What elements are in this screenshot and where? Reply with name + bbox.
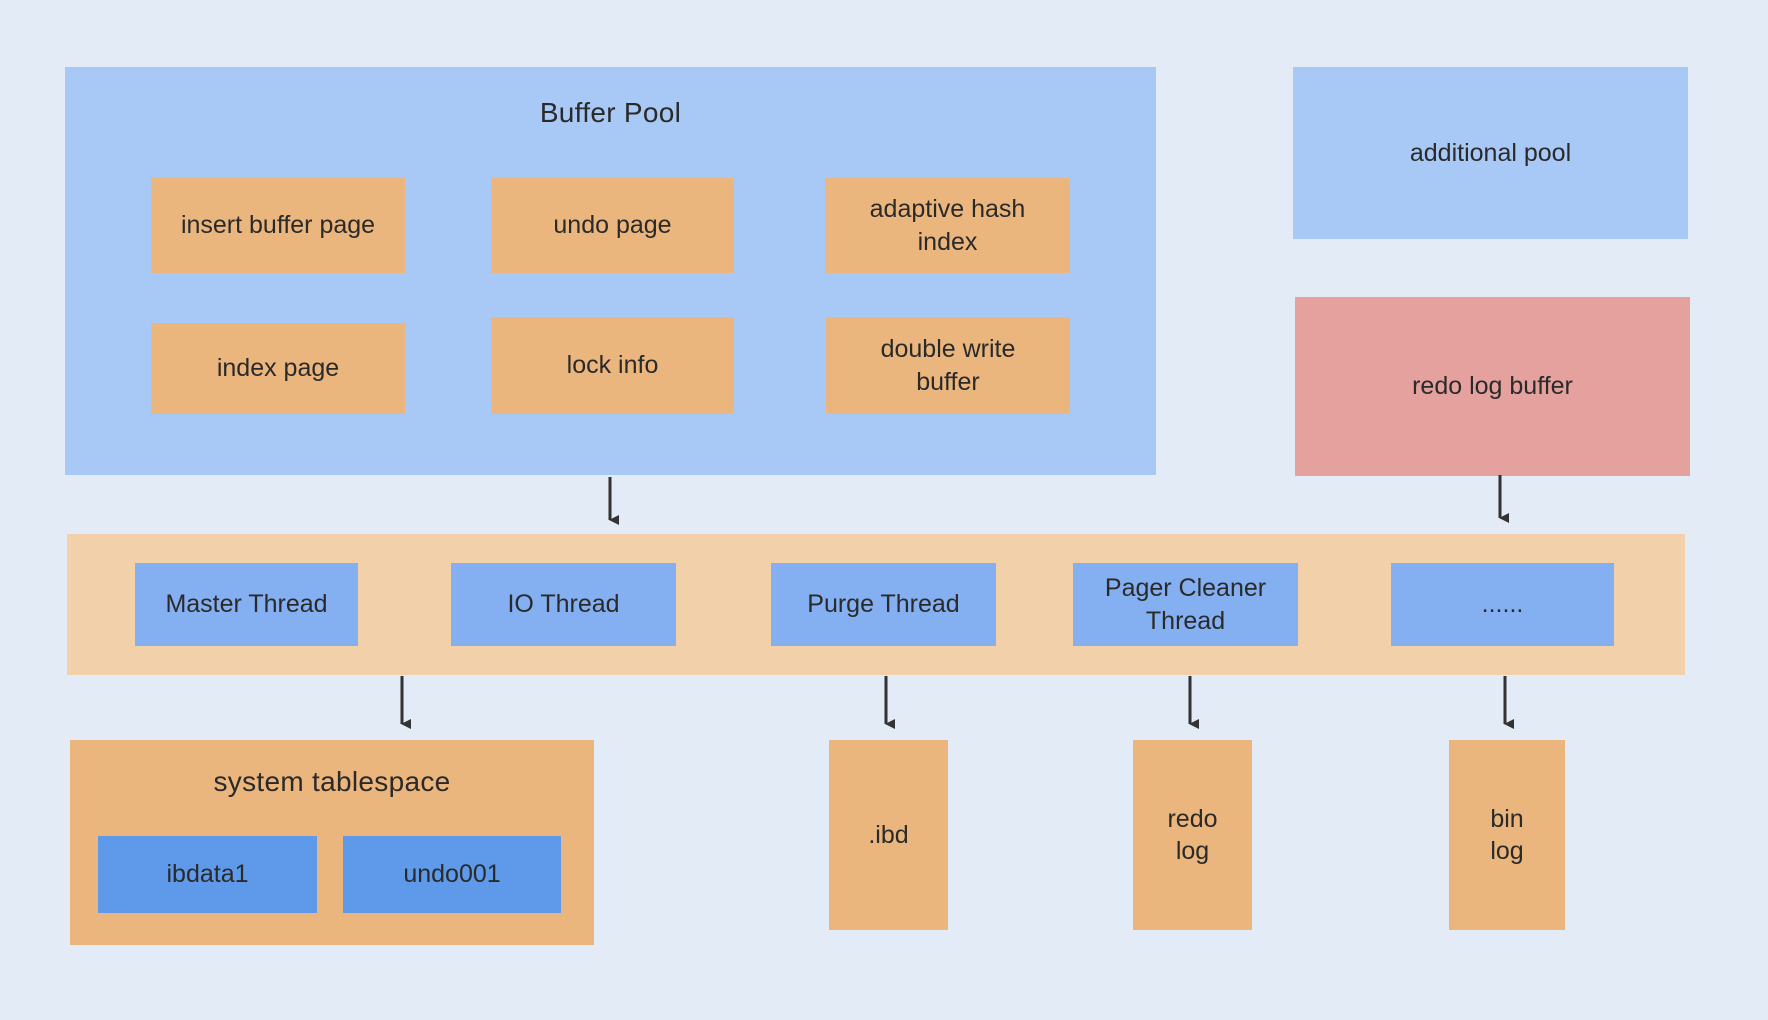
- redo-log-file-label-line1: redo: [1167, 804, 1218, 833]
- ibdata1: ibdata1: [98, 836, 317, 913]
- double-write-buffer-label-line2: buffer: [916, 367, 980, 396]
- ibd-file-label: .ibd: [868, 820, 909, 849]
- ibd-file: .ibd: [829, 740, 948, 930]
- lock-info-label: lock info: [566, 351, 659, 380]
- undo-page: undo page: [491, 178, 734, 273]
- more-threads-label: ......: [1481, 590, 1524, 619]
- master-thread: Master Thread: [135, 563, 358, 646]
- purge-thread: Purge Thread: [771, 563, 996, 646]
- redo-log-file-label-line2: log: [1175, 837, 1210, 865]
- ibdata1-label: ibdata1: [166, 860, 249, 889]
- bin-log-file-label-line1: bin: [1490, 804, 1524, 833]
- undo001-label: undo001: [403, 860, 501, 889]
- additional-pool: additional pool: [1293, 67, 1688, 239]
- index-page: index page: [151, 323, 405, 414]
- adaptive-hash-index-label-line2: index: [917, 227, 978, 256]
- pager-cleaner-thread-label-line1: Pager Cleaner: [1104, 574, 1267, 602]
- undo001: undo001: [343, 836, 561, 913]
- adaptive-hash-index-label-line1: adaptive hash: [869, 195, 1026, 223]
- undo-page-label: undo page: [553, 211, 672, 240]
- lock-info: lock info: [491, 317, 734, 414]
- adaptive-hash-index: adaptive hash index: [825, 178, 1070, 273]
- double-write-buffer-label-line1: double write: [880, 335, 1016, 363]
- system-tablespace-title: system tablespace: [213, 766, 451, 797]
- io-thread-label: IO Thread: [507, 590, 620, 619]
- insert-buffer-page-label: insert buffer page: [180, 211, 376, 240]
- more-threads: ......: [1391, 563, 1614, 646]
- insert-buffer-page: insert buffer page: [151, 178, 405, 273]
- buffer-pool-title: Buffer Pool: [539, 97, 682, 128]
- double-write-buffer: double write buffer: [826, 317, 1070, 414]
- io-thread: IO Thread: [451, 563, 676, 646]
- purge-thread-label: Purge Thread: [807, 590, 960, 619]
- redo-log-buffer: redo log buffer: [1295, 297, 1690, 476]
- pager-cleaner-thread-label-line2: Thread: [1145, 606, 1226, 635]
- redo-log-file: redo log: [1133, 740, 1252, 930]
- pager-cleaner-thread: Pager Cleaner Thread: [1073, 563, 1298, 646]
- bin-log-file: bin log: [1449, 740, 1565, 930]
- master-thread-label: Master Thread: [165, 590, 328, 619]
- additional-pool-label: additional pool: [1409, 138, 1572, 167]
- bin-log-file-label-line2: log: [1490, 837, 1524, 865]
- index-page-label: index page: [216, 354, 340, 383]
- redo-log-buffer-label: redo log buffer: [1412, 372, 1573, 401]
